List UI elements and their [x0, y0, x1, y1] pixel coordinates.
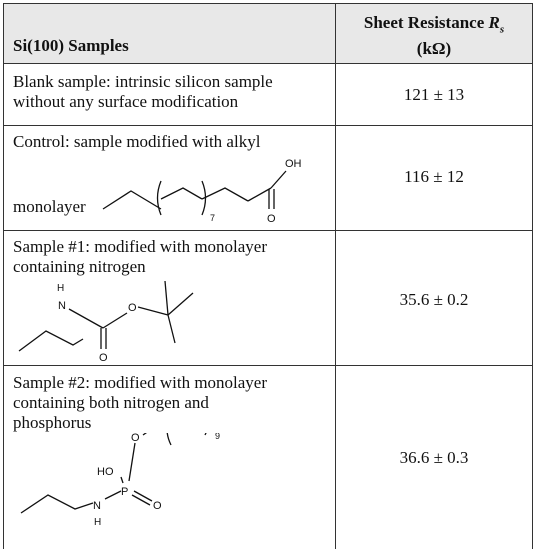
row-sample2-label: Sample #2: modified with monolayer conta…	[13, 373, 267, 433]
o-chain-bond	[142, 433, 147, 436]
row-sample2-value: 36.6 ± 0.3	[399, 448, 469, 467]
row-sample1-label-line1: Sample #1: modified with monolayer	[13, 237, 268, 256]
amide-nitrogen: N	[58, 300, 66, 312]
table-left-border	[3, 3, 4, 549]
repeat-bracket-left	[156, 180, 162, 216]
row-sample2-label-line3: phosphorus	[13, 413, 92, 432]
row-sample1-value: 35.6 ± 0.2	[399, 290, 469, 309]
phosphate-hydroxyl: HO	[97, 466, 114, 478]
c-o-bond	[102, 312, 128, 329]
alkyl-repeat-count: 7	[210, 213, 215, 223]
propyl-chain-2	[20, 494, 94, 514]
nitrogen-monolayer-structure: H N O O	[18, 280, 194, 363]
row-divider-1	[3, 125, 533, 126]
row-sample1-label: Sample #1: modified with monolayer conta…	[13, 237, 267, 277]
table-header-background	[3, 3, 533, 63]
phosphoramide-hydrogen: H	[94, 517, 101, 528]
alkyl-chain-left	[102, 190, 162, 210]
ester-oxygen-2: O	[131, 433, 140, 444]
ester-oxygen: O	[128, 302, 137, 314]
row-divider-3	[3, 365, 533, 366]
column-divider	[335, 3, 336, 549]
propyl-chain	[18, 330, 84, 352]
carbonyl-oxygen-2: O	[99, 352, 108, 363]
carboxyl-bond	[247, 187, 272, 202]
tbutyl-methyl-2	[167, 292, 194, 316]
hydroxyl-bond	[270, 170, 287, 189]
row-sample2-label-line2: containing both nitrogen and	[13, 393, 209, 412]
table-top-border	[3, 3, 533, 4]
phosphoramide-nitrogen: N	[93, 500, 101, 512]
row-blank-label-line1: Blank sample: intrinsic silicon sample	[13, 72, 273, 91]
alkyl-monolayer-structure: 7 OH O	[102, 158, 302, 225]
p-o-double-b	[133, 490, 153, 502]
header-samples: Si(100) Samples	[13, 36, 129, 55]
amide-hydrogen: H	[57, 283, 64, 294]
repeat-bracket-left-2	[166, 433, 172, 446]
phosphorus-monolayer-structure: N H P HO O O 9	[20, 433, 220, 528]
row-control-label-line1: Control: sample modified with alkyl	[13, 132, 261, 151]
row-sample2-label-line1: Sample #2: modified with monolayer	[13, 373, 268, 392]
row-control-value: 116 ± 12	[404, 167, 464, 186]
p-o-double-a	[131, 494, 151, 506]
header-sheet-resistance-label: Sheet Resistance	[363, 13, 485, 32]
row-blank-label-line2: without any surface modification	[13, 92, 239, 111]
o-tbutyl-bond	[137, 306, 169, 316]
alkyl-chain-right	[201, 187, 249, 202]
row-divider-2	[3, 230, 533, 231]
phosphoryl-oxygen: O	[153, 500, 162, 512]
alkyl-repeat-count-2: 9	[215, 433, 220, 441]
hydroxyl-atom: OH	[285, 158, 302, 170]
table-right-border	[532, 3, 533, 549]
tbutyl-methyl-1	[164, 280, 169, 316]
n-c-bond	[68, 308, 104, 329]
alkyl-repeat-unit	[160, 187, 203, 200]
carbonyl-oxygen: O	[267, 213, 276, 225]
tbutyl-methyl-3	[167, 314, 176, 344]
row-blank-label: Blank sample: intrinsic silicon sample w…	[13, 72, 273, 112]
row-blank-value: 121 ± 13	[403, 85, 465, 104]
header-resistance-symbol: R	[488, 13, 500, 32]
n-p-bond	[104, 490, 122, 500]
row-sample1-label-line2: containing nitrogen	[13, 257, 146, 276]
p-o-ester-bond	[128, 442, 136, 482]
p-oh-bond	[120, 476, 124, 484]
row-control-label-line2: monolayer	[13, 197, 86, 216]
repeat-bracket-right-2	[204, 433, 207, 436]
header-unit: (kΩ)	[416, 39, 452, 59]
header-divider	[3, 63, 533, 64]
header-resistance-subscript: s	[499, 23, 505, 36]
header-sheet-resistance: Sheet Resistance Rs (kΩ)	[335, 13, 533, 59]
phosphorus-atom: P	[121, 486, 128, 498]
